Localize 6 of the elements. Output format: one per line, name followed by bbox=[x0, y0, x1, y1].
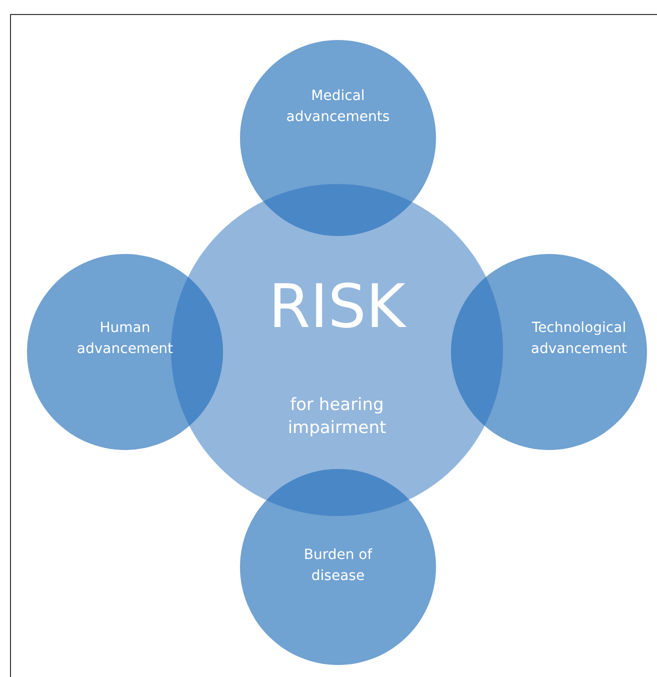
center-subtitle: for hearing impairment bbox=[286, 394, 388, 440]
circle-label: Human advancement bbox=[76, 319, 174, 359]
circle-label: Technological advancement bbox=[530, 319, 628, 359]
circle-label: Medical advancements bbox=[285, 87, 391, 127]
center-heading: RISK bbox=[268, 272, 406, 342]
circle-label: Burden of disease bbox=[302, 546, 374, 586]
